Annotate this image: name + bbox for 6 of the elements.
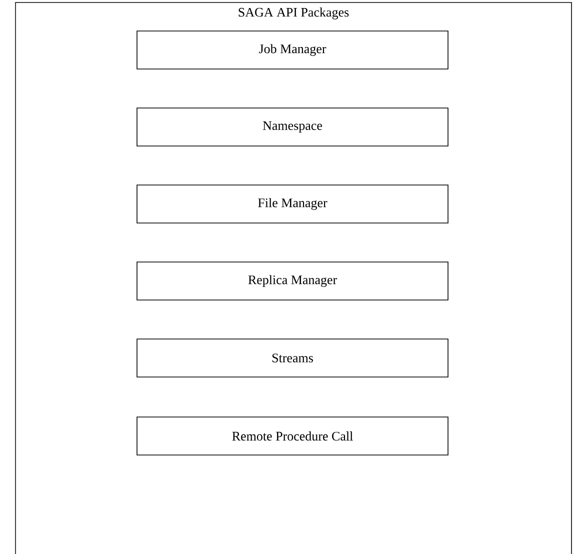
package-box: File Manager <box>136 184 448 224</box>
package-box: Replica Manager <box>136 262 448 300</box>
package-box: Streams <box>136 338 448 378</box>
package-box: Job Manager <box>136 30 448 70</box>
package-box: Remote Procedure Call <box>136 416 448 456</box>
package-box: Namespace <box>136 108 448 146</box>
